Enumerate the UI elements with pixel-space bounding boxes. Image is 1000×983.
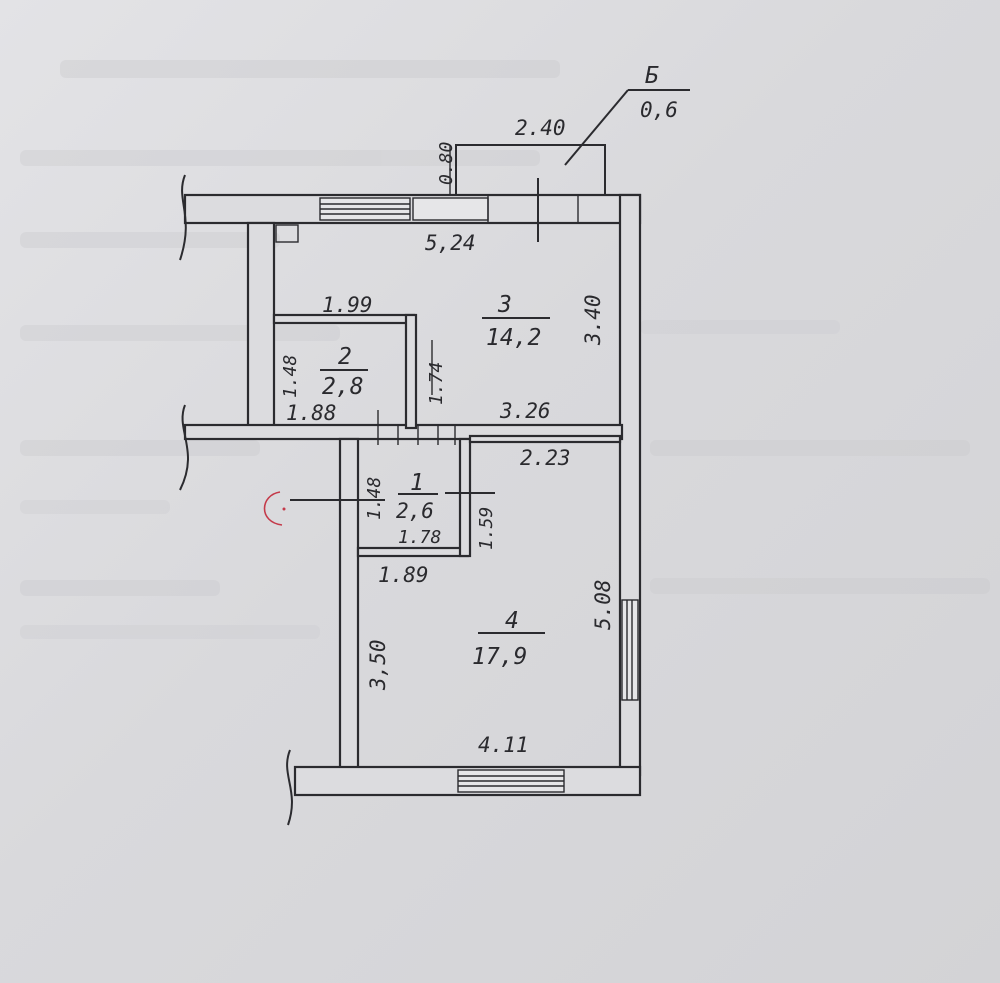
room-1-area: 2,6 (396, 499, 434, 523)
dim-room1-bottom: 1.78 (398, 527, 441, 548)
dim-room4-right: 5.08 (591, 579, 615, 630)
corner-mark (275, 224, 299, 243)
room-4-area: 17,9 (472, 644, 527, 670)
dim-room1-left: 1.48 (364, 477, 385, 520)
window-bottom (457, 769, 565, 793)
balcony-width: 2.40 (515, 116, 566, 140)
window-top (319, 197, 411, 221)
room-2-area: 2,8 (322, 374, 364, 400)
balcony (449, 89, 690, 242)
dim-room2-left: 1.48 (280, 355, 301, 398)
dim-room2-bottom: 1.88 (286, 401, 337, 425)
dim-room2-right: 1.74 (426, 362, 447, 405)
balcony-depth: 0.80 (436, 142, 457, 185)
wall-break-marks (179, 174, 293, 826)
dimension-ticks (290, 317, 550, 634)
dim-room4-upper-left: 1.89 (378, 563, 429, 587)
dim-room4-bottom: 4.11 (478, 733, 529, 757)
bleed-through-lines (20, 60, 990, 639)
room-1-number: 1 (410, 470, 424, 496)
window-right (621, 599, 639, 701)
red-stamp-mark (263, 491, 286, 526)
balcony-label: Б (645, 63, 659, 89)
room-2-number: 2 (338, 344, 352, 370)
room-3-number: 3 (497, 292, 512, 318)
room-3-area: 14,2 (486, 325, 541, 351)
dim-room3-right: 3.40 (581, 294, 605, 346)
balcony-area: 0,6 (640, 98, 678, 122)
dim-room4-top: 2.23 (520, 446, 571, 470)
dim-top-wall: 5,24 (425, 231, 476, 255)
dim-room2-top: 1.99 (322, 293, 373, 317)
dim-room1-right: 1.59 (476, 507, 497, 550)
room-4-number: 4 (505, 608, 519, 634)
dim-room3-bottom: 3.26 (499, 399, 551, 423)
dim-room4-left: 3,50 (366, 639, 390, 691)
balcony-door (412, 196, 579, 222)
